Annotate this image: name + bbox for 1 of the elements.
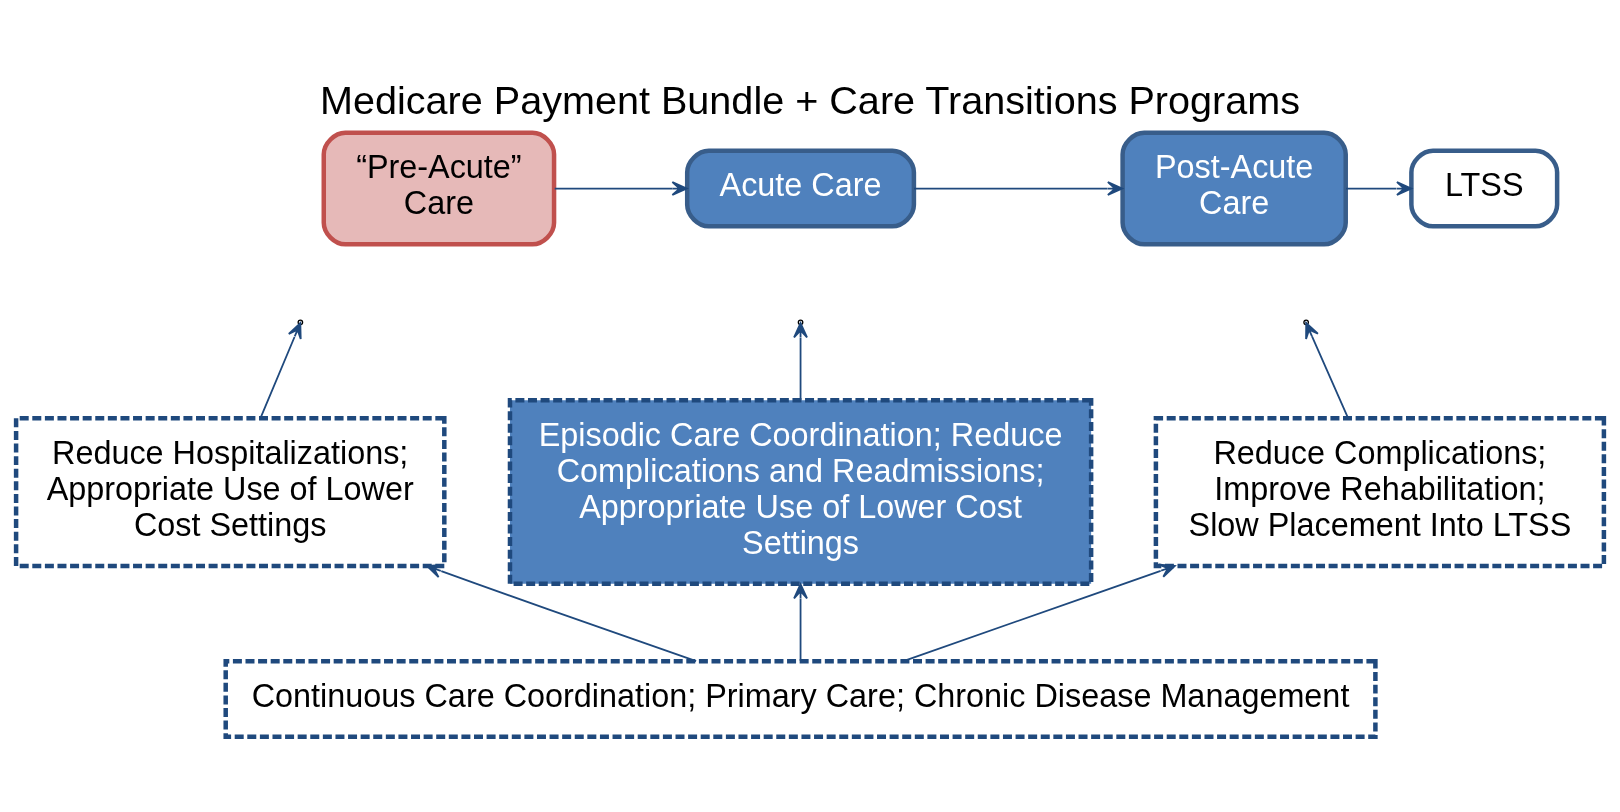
diagram-title: Medicare Payment Bundle + Care Transitions Programs (319, 78, 1301, 123)
